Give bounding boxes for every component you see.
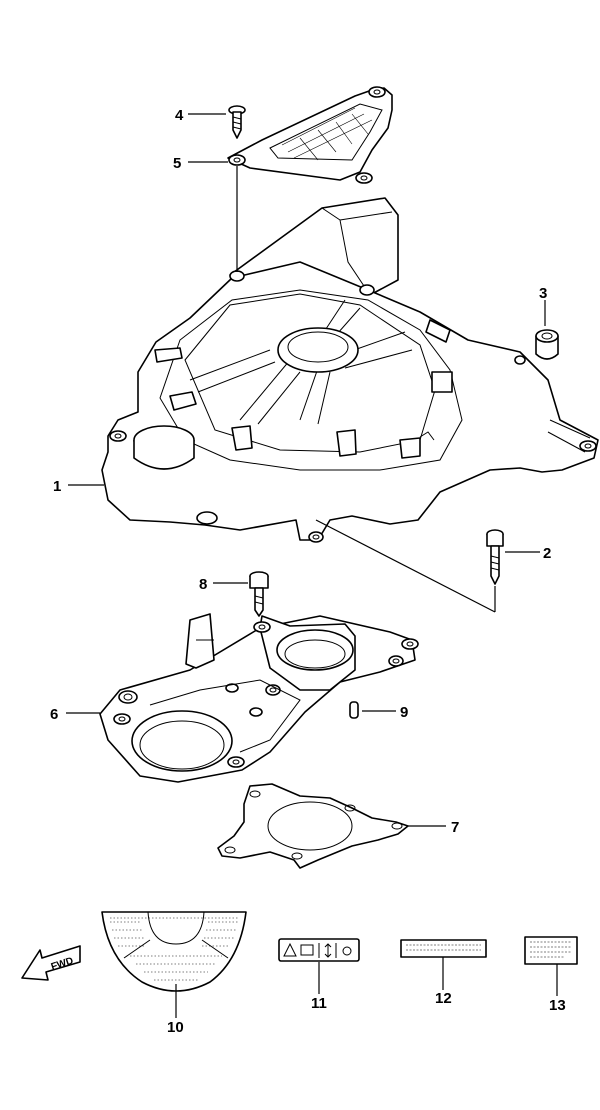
- callout-1: 1: [53, 478, 61, 495]
- part-4-screw[interactable]: [228, 105, 246, 139]
- callout-6: 6: [50, 706, 58, 723]
- callout-5: 5: [173, 155, 181, 172]
- part-2-bolt[interactable]: [486, 529, 504, 585]
- part-10-decal[interactable]: [101, 911, 247, 992]
- callout-9: 9: [400, 704, 408, 721]
- part-5-intake-cover-plate[interactable]: [227, 86, 393, 184]
- part-9-dowel-pin[interactable]: [349, 701, 359, 719]
- part-7-gasket[interactable]: [217, 783, 409, 869]
- part-8-bolt[interactable]: [249, 571, 269, 617]
- leader-lines: [66, 113, 558, 1018]
- callout-2: 2: [543, 545, 551, 562]
- callout-10: 10: [167, 1019, 184, 1036]
- callout-7: 7: [451, 819, 459, 836]
- callout-3: 3: [539, 285, 547, 302]
- part-1-flywheel-cover[interactable]: [101, 197, 599, 543]
- arrow-up-down-icon: [324, 943, 332, 958]
- part-6-adapter-plate[interactable]: [99, 613, 419, 783]
- callout-12: 12: [435, 990, 452, 1007]
- manual-book-icon: [300, 944, 314, 956]
- warning-triangle-icon: [283, 942, 297, 957]
- lock-icon: [342, 946, 352, 956]
- part-3-grommet[interactable]: [535, 329, 559, 360]
- callout-13: 13: [549, 997, 566, 1014]
- callout-4: 4: [175, 107, 184, 124]
- callout-11: 11: [311, 995, 327, 1012]
- fwd-arrow-icon: FWD: [21, 945, 81, 981]
- part-12-label[interactable]: [400, 939, 487, 958]
- callouts: 1 2 3 4 5 6 7 8 9 10 11 12 13: [50, 107, 566, 1036]
- part-11-warning-label[interactable]: [278, 938, 360, 962]
- part-13-label[interactable]: [524, 936, 578, 965]
- callout-8: 8: [199, 576, 207, 593]
